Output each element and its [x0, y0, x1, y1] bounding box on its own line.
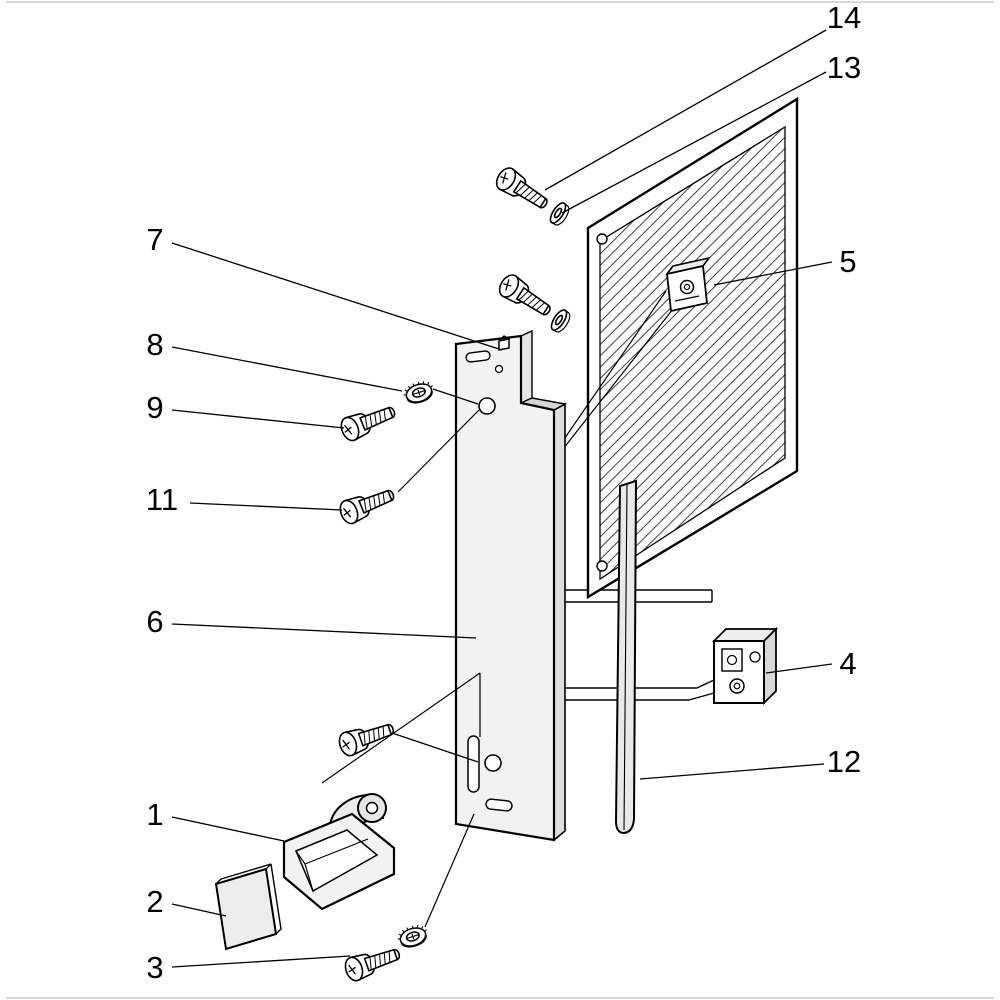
screw-14 — [491, 163, 554, 216]
washer-13 — [546, 199, 573, 229]
callout-11: 11 — [145, 482, 179, 517]
screw-second — [494, 270, 557, 323]
leader-5 — [713, 261, 833, 286]
leader-1 — [171, 816, 285, 842]
part-handle — [282, 793, 396, 911]
plate-hole-lower — [484, 754, 502, 772]
leader-7 — [171, 242, 503, 351]
callout-1: 1 — [146, 797, 164, 832]
top-border-line — [6, 1, 994, 3]
leader-2 — [171, 903, 227, 917]
callout-12: 12 — [826, 744, 862, 779]
handle-pivot-hole — [365, 801, 379, 815]
callout-5: 5 — [839, 244, 857, 279]
collar-nut-8 — [400, 377, 438, 408]
panel-hole-top — [596, 233, 608, 245]
callout-14: 14 — [826, 0, 862, 35]
leader-lines — [171, 29, 833, 968]
clip-alignment-lines — [551, 290, 674, 464]
part-guide-block — [711, 626, 779, 706]
panel-hole-bottom — [596, 560, 608, 572]
leader-11 — [189, 502, 343, 511]
plate-pilot-hole — [494, 364, 504, 374]
screw-11 — [336, 482, 399, 527]
part-panel-clip — [665, 256, 711, 313]
washer-second — [547, 306, 574, 336]
part-pad — [214, 863, 282, 951]
callout-2: 2 — [146, 884, 164, 919]
callout-7: 7 — [146, 222, 164, 257]
bottom-border-line — [6, 997, 994, 999]
part-side-plate — [454, 329, 568, 842]
callout-8: 8 — [146, 327, 164, 362]
part-stiffener-bar — [614, 479, 638, 835]
callout-4: 4 — [839, 646, 857, 681]
plate-slot-bottom — [485, 798, 513, 812]
part-alignment-pin — [498, 335, 510, 351]
assembly-alignment-lines — [321, 388, 481, 928]
plate-hole-upper — [478, 397, 496, 415]
callout-6: 6 — [146, 604, 164, 639]
plate-slot-top — [465, 350, 491, 363]
screw-3 — [341, 941, 404, 984]
part-front-panel — [586, 96, 799, 600]
leader-9 — [171, 409, 345, 429]
callout-3: 3 — [146, 950, 164, 985]
leader-4 — [765, 663, 833, 674]
callout-13: 13 — [826, 50, 862, 85]
callout-9: 9 — [146, 390, 164, 425]
leader-8 — [171, 346, 403, 392]
leader-3 — [171, 955, 351, 968]
plate-slot-long — [467, 735, 480, 793]
leader-6 — [171, 623, 477, 639]
leader-13 — [561, 71, 827, 214]
screw-9 — [337, 399, 400, 444]
leader-14 — [544, 29, 827, 191]
leader-12 — [639, 763, 825, 780]
